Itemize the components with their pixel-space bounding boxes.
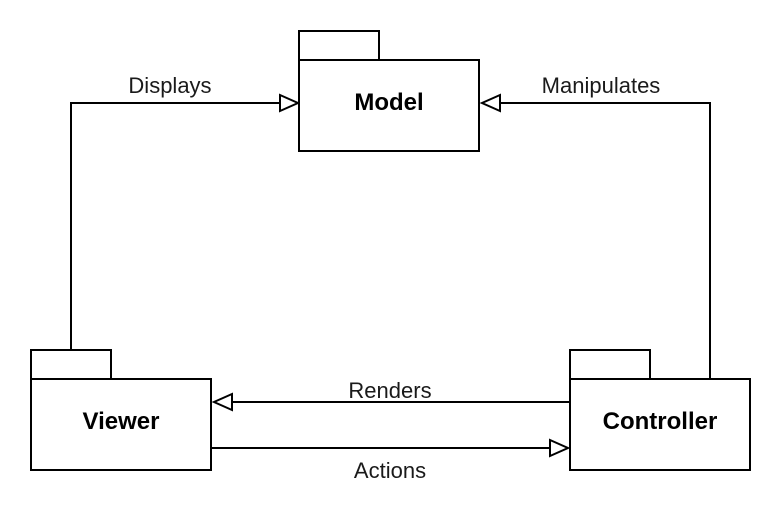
edge-actions-arrowhead	[549, 438, 571, 458]
package-model: Model	[298, 30, 480, 152]
package-controller: Controller	[569, 349, 751, 471]
edge-displays-label: Displays	[128, 73, 211, 98]
package-model-body	[298, 59, 480, 152]
package-viewer-body	[30, 378, 212, 471]
edge-manipulates-line	[500, 102, 711, 379]
edge-actions: Actions	[211, 438, 571, 483]
edge-manipulates-arrowhead	[479, 93, 501, 113]
edge-manipulates-label: Manipulates	[542, 73, 661, 98]
package-model-label: Model	[354, 89, 423, 116]
package-viewer-tab	[30, 349, 112, 380]
edge-renders-arrowhead	[211, 392, 233, 412]
edge-renders: Renders	[211, 378, 570, 412]
edge-displays-line	[70, 102, 280, 350]
package-controller-body	[569, 378, 751, 471]
edge-manipulates: Manipulates	[479, 73, 711, 379]
edge-actions-label: Actions	[354, 458, 426, 483]
edge-displays-arrowhead	[279, 93, 301, 113]
package-controller-tab	[569, 349, 651, 380]
package-controller-label: Controller	[603, 408, 718, 435]
package-viewer: Viewer	[30, 349, 212, 471]
edge-displays: Displays	[70, 73, 301, 350]
package-model-tab	[298, 30, 380, 61]
edge-renders-label: Renders	[348, 378, 431, 403]
package-viewer-label: Viewer	[83, 408, 160, 435]
